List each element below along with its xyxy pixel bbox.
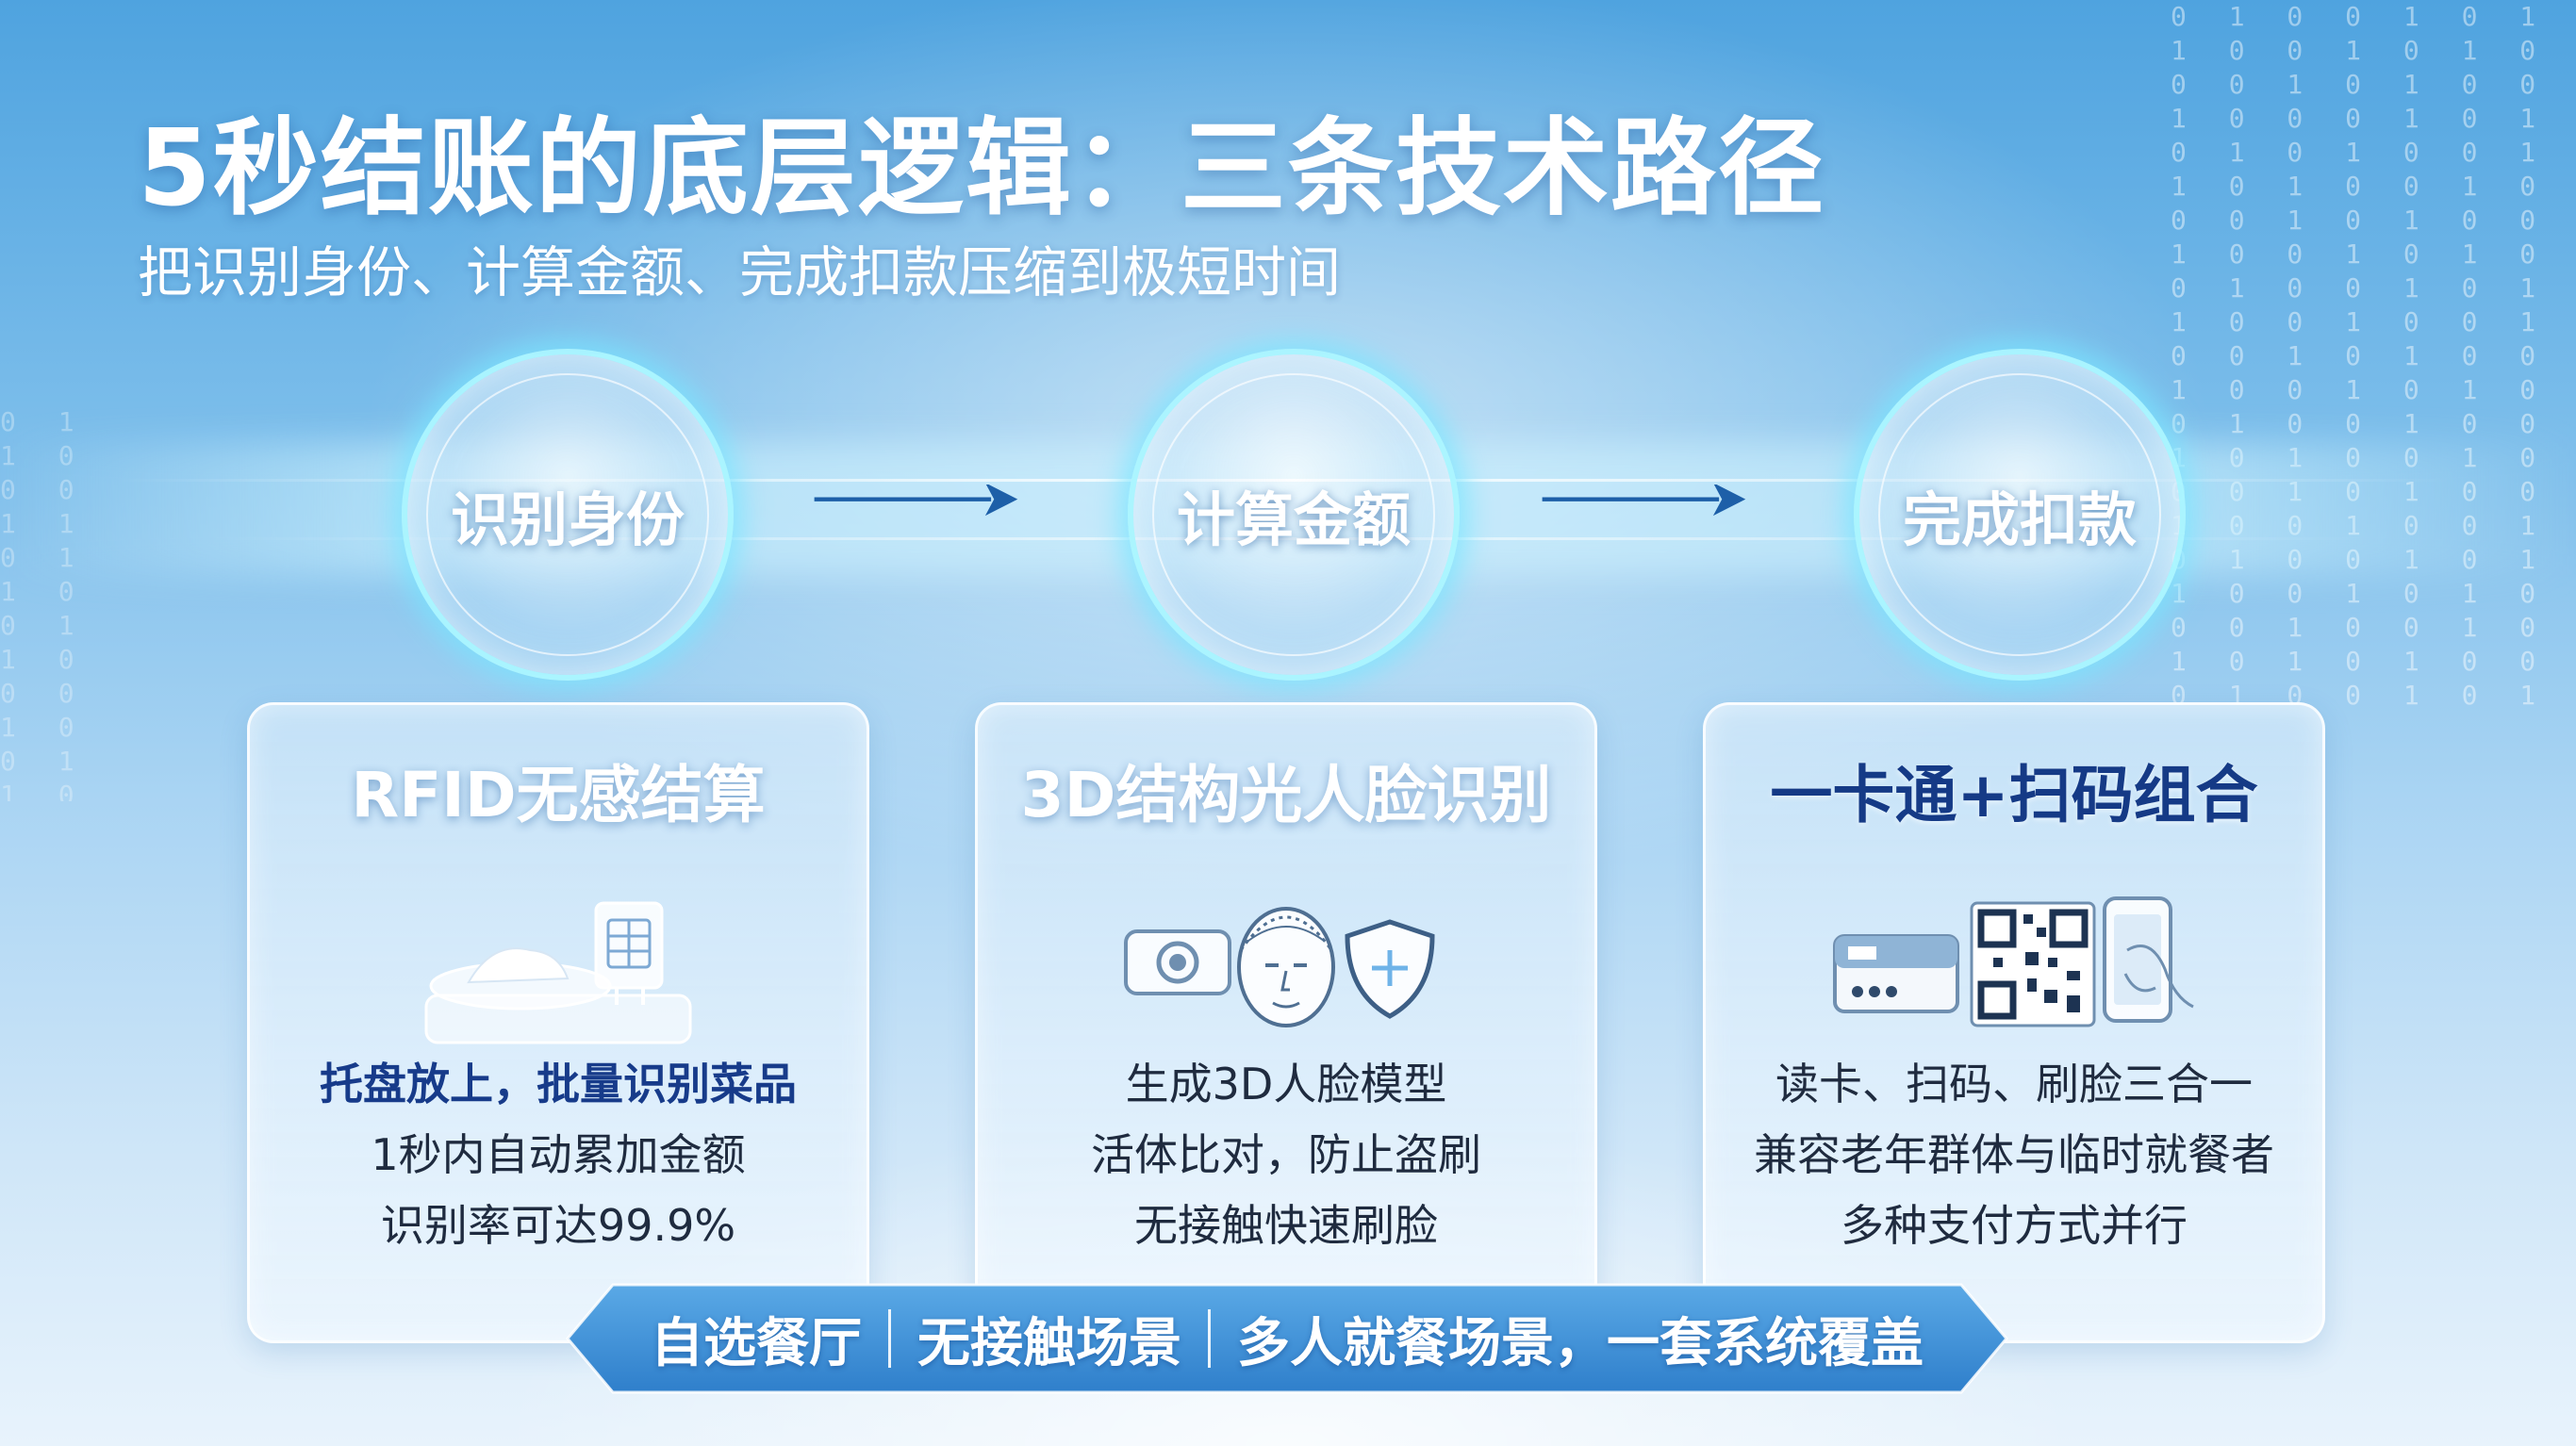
step-label: 计算金额: [1176, 485, 1411, 554]
step-ring: [426, 373, 709, 656]
banner-separator: [1208, 1309, 1211, 1368]
banner-separator: [888, 1309, 891, 1368]
card-line: 多种支付方式并行: [1841, 1200, 2188, 1251]
card-line: 读卡、扫码、刷脸三合一: [1775, 1059, 2253, 1109]
card-title: RFID无感结算: [351, 759, 766, 831]
card-title: 一卡通+扫码组合: [1770, 759, 2258, 831]
card-line: 生成3D人脸模型: [1125, 1059, 1447, 1109]
card-face-recognition: 3D结构光人脸识别 生成3D人脸模型 活体比对，防止盗刷 无接触快速刷脸: [975, 702, 1597, 1343]
banner-item: 多人就餐场景，一套系统覆盖: [1237, 1312, 1924, 1374]
step-label: 识别身份: [450, 485, 685, 554]
card-qr-phone-icon: [1706, 865, 2322, 1073]
step-ring: [1152, 373, 1435, 656]
face-scan-shield-icon: [978, 865, 1594, 1073]
arrow-right-icon: [814, 485, 1018, 517]
arrow-right-icon: [1542, 485, 1746, 517]
page-subtitle: 把识别身份、计算金额、完成扣款压缩到极短时间: [138, 240, 1342, 304]
banner-item: 无接触场景: [917, 1312, 1181, 1374]
card-line: 兼容老年群体与临时就餐者: [1754, 1129, 2274, 1180]
card-combo-payment: 一卡通+扫码组合 读卡、扫码、刷: [1703, 702, 2325, 1343]
card-line: 无接触快速刷脸: [1134, 1200, 1438, 1251]
step-pay: 完成扣款: [1854, 349, 2186, 681]
step-label: 完成扣款: [1902, 485, 2137, 554]
binary-code-decoration: 0 1 0 0 1 0 1 0 0 1 1 0 1 0 0 1 0 1 0 0 …: [2171, 1, 2550, 711]
step-calculate: 计算金额: [1128, 349, 1460, 681]
card-rfid: RFID无感结算 托盘放上，批量识别菜品 1秒内自动累加金额 识别率可达99.9…: [247, 702, 869, 1343]
tray-rfid-chip-icon: [250, 865, 867, 1073]
card-line: 活体比对，防止盗刷: [1091, 1129, 1481, 1180]
card-line: 识别率可达99.9%: [380, 1200, 736, 1251]
step-identify: 识别身份: [402, 349, 734, 681]
step-ring: [1878, 373, 2161, 656]
page-title: 5秒结账的底层逻辑：三条技术路径: [138, 107, 1825, 230]
card-line: 托盘放上，批量识别菜品: [320, 1059, 797, 1109]
scenario-banner: 自选餐厅 无接触场景 多人就餐场景，一套系统覆盖: [566, 1283, 2008, 1394]
card-title: 3D结构光人脸识别: [1020, 759, 1552, 831]
card-line: 1秒内自动累加金额: [371, 1129, 746, 1180]
banner-item: 自选餐厅: [651, 1312, 862, 1374]
